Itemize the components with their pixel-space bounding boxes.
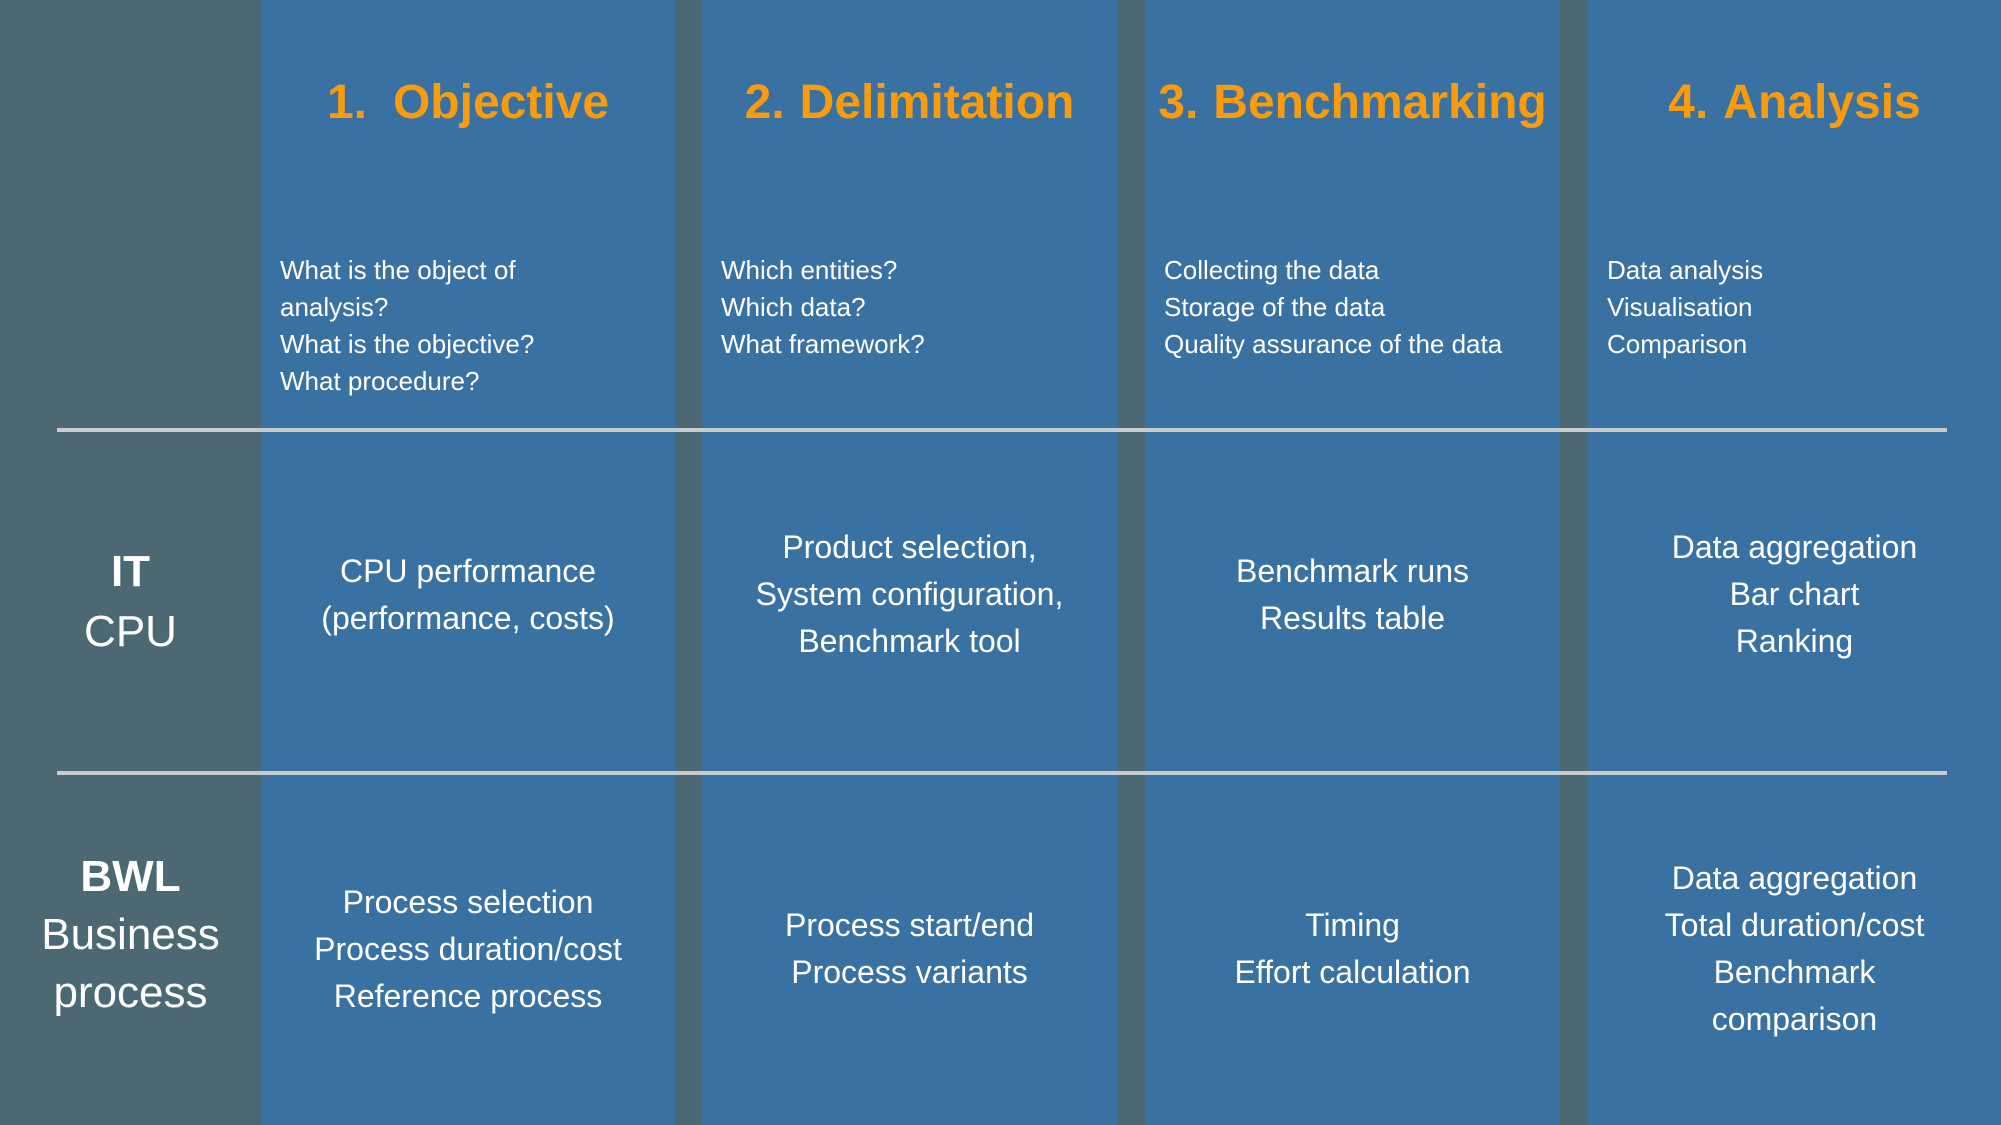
phase-name: Benchmarking — [1213, 76, 1547, 129]
text-line: What is the object of — [280, 255, 516, 285]
text-line: System configuration, — [755, 576, 1064, 612]
phase-number: 1. — [326, 76, 367, 129]
phase-questions: Which entities? Which data? What framework… — [721, 252, 1111, 363]
text-line: comparison — [1711, 1001, 1878, 1037]
phase-name: Analysis — [1723, 76, 1921, 129]
text-line: Product selection, — [782, 529, 1037, 565]
text-line: Reference process — [333, 977, 603, 1014]
text-line: Data aggregation — [1671, 529, 1918, 565]
phase-number: 4. — [1668, 76, 1709, 129]
text-line: Which entities? — [721, 255, 898, 285]
text-line: Effort calculation — [1234, 954, 1471, 990]
text-line: Data analysis — [1607, 255, 1764, 285]
text-line: Storage of the data — [1164, 292, 1386, 322]
text-line: Results table — [1260, 599, 1445, 636]
text-line: Collecting the data — [1164, 255, 1380, 285]
text-line: CPU — [84, 606, 177, 656]
text-line: Process variants — [791, 954, 1028, 990]
text-line: Ranking — [1735, 623, 1854, 659]
phase-number: 3. — [1158, 76, 1199, 129]
row-divider-line — [57, 428, 1947, 432]
phase-title: 1. Objective — [261, 74, 675, 132]
row-label-column: IT CPU BWL Business process — [0, 0, 261, 1125]
text-line: Data aggregation — [1671, 860, 1918, 896]
row-label-it-cpu: IT CPU — [0, 430, 261, 773]
text-line: Process selection — [342, 883, 594, 920]
text-line: Quality assurance of the data — [1164, 329, 1503, 359]
text-line: Timing — [1305, 907, 1400, 943]
text-line: IT — [110, 546, 151, 596]
text-line: Business — [41, 910, 220, 959]
row-label-bwl-business-process: BWL Business process — [0, 773, 261, 1125]
text-line: What framework? — [721, 329, 925, 359]
text-line: BWL — [80, 852, 181, 901]
phase-questions: What is the object of analysis? What is th… — [280, 252, 669, 400]
text-line: Process duration/cost — [314, 930, 622, 967]
text-line: Comparison — [1607, 329, 1748, 359]
text-line: Benchmark tool — [798, 623, 1021, 659]
text-line: Total duration/cost — [1664, 907, 1925, 943]
text-line: Benchmark runs — [1236, 552, 1469, 589]
text-line: Visualisation — [1607, 292, 1753, 322]
text-line: What procedure? — [280, 366, 480, 396]
phase-name: Objective — [392, 76, 610, 129]
phase-title: 4. Analysis — [1588, 74, 2001, 132]
cell-it-objective: CPU performance (performance, costs) — [261, 430, 675, 773]
text-line: process — [53, 968, 208, 1017]
text-line: CPU performance — [339, 552, 597, 589]
phase-column-objective: 1. Objective What is the object of analysi… — [261, 0, 675, 1125]
text-line: analysis? — [280, 292, 389, 322]
text-line: Bar chart — [1729, 576, 1860, 612]
phase-number: 2. — [744, 76, 785, 129]
phase-title: 3. Benchmarking — [1145, 74, 1560, 132]
text-line: Benchmark — [1713, 954, 1876, 990]
text-line: What is the objective? — [280, 329, 535, 359]
row-divider-line — [57, 771, 1947, 775]
text-line: (performance, costs) — [321, 599, 615, 636]
phase-column-delimitation: 2. Delimitation Which entities? Which data… — [702, 0, 1117, 1125]
text-line: Process start/end — [785, 907, 1034, 943]
phase-name: Delimitation — [799, 76, 1075, 129]
text-line: Which data? — [721, 292, 866, 322]
cell-it-delimitation: Product selection, System configuration, B… — [702, 430, 1117, 773]
phase-title: 2. Delimitation — [702, 74, 1117, 132]
